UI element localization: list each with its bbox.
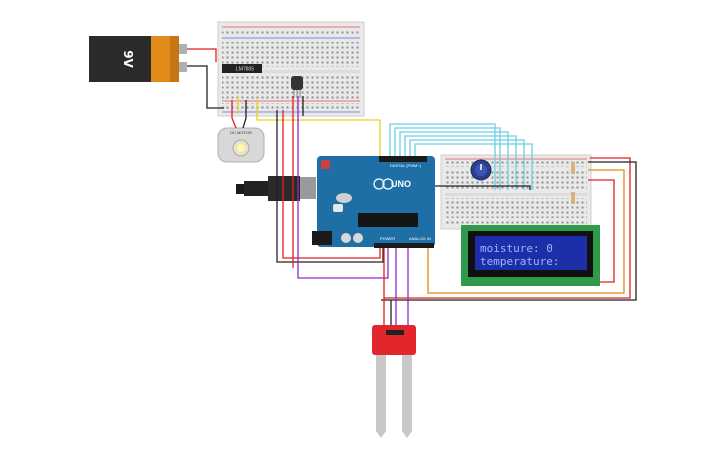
lcd-line-1: moisture: 0 bbox=[480, 242, 553, 255]
motor-label: DC MOTOR bbox=[230, 130, 252, 135]
analog-label: ANALOG IN bbox=[409, 236, 431, 241]
motor-icon[interactable]: DC MOTOR bbox=[217, 127, 265, 163]
digital-header-label: DIGITAL (PWM~) bbox=[390, 163, 422, 168]
power-label: POWER bbox=[380, 236, 395, 241]
arduino-board[interactable]: DIGITAL (PWM~) UNO POWER ANALOG IN bbox=[312, 156, 435, 248]
voltage-regulator[interactable]: LM7805 bbox=[222, 64, 262, 73]
lcd-line-2: temperature: bbox=[480, 255, 559, 268]
wire-black-right-1 bbox=[381, 161, 637, 301]
lcd-display[interactable]: moisture: 0 temperature: bbox=[461, 225, 600, 286]
battery-icon[interactable]: 9V bbox=[89, 36, 187, 82]
wire-red-lcd bbox=[588, 179, 615, 283]
wire-orange-lcd bbox=[427, 169, 625, 294]
wire-red-5v bbox=[282, 110, 381, 259]
potentiometer-icon[interactable] bbox=[470, 159, 492, 181]
wires bbox=[187, 48, 637, 325]
wire-yellow-1 bbox=[256, 100, 381, 156]
battery-label: 9V bbox=[121, 50, 135, 68]
wire-cyan-6 bbox=[414, 143, 533, 190]
regulator-label: LM7805 bbox=[236, 67, 254, 73]
wire-motor-black bbox=[242, 100, 247, 129]
wire-cyan-5 bbox=[409, 139, 525, 190]
wire-purple-temp bbox=[297, 96, 389, 279]
wire-cyan-4 bbox=[404, 135, 517, 190]
temperature-sensor-icon[interactable] bbox=[291, 76, 303, 98]
wire-red-right-1 bbox=[383, 157, 631, 299]
wire-motor-red bbox=[231, 100, 237, 129]
usb-connector-icon[interactable] bbox=[236, 176, 316, 201]
wire-black-right bbox=[435, 185, 531, 190]
arduino-logo: UNO bbox=[391, 179, 411, 189]
wire-black-gnd bbox=[276, 110, 384, 263]
wire-battery-black bbox=[187, 65, 224, 109]
resistor[interactable] bbox=[571, 162, 575, 204]
wire-cyan-1 bbox=[389, 123, 496, 190]
wire-cyan-2 bbox=[394, 127, 501, 190]
soil-moisture-sensor-icon[interactable] bbox=[372, 325, 416, 438]
wire-cyan-3 bbox=[399, 131, 509, 190]
wire-battery-red bbox=[187, 48, 217, 62]
